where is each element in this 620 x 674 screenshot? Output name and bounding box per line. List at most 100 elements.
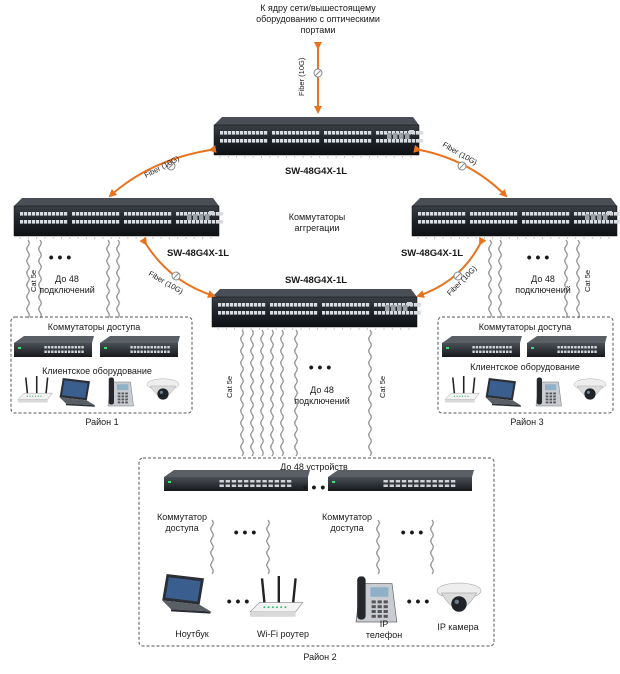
- switch-port: [474, 212, 478, 216]
- switch-port: [426, 220, 430, 224]
- cat5e-cable-highlight: [107, 239, 111, 319]
- access-switch-port: [584, 346, 587, 349]
- switch-port: [248, 139, 252, 143]
- switch-port: [196, 212, 200, 216]
- switch-port: [594, 212, 598, 216]
- phone-key: [117, 401, 121, 404]
- switch-port: [348, 139, 352, 143]
- switch-port: [32, 212, 36, 216]
- switch-port: [244, 139, 248, 143]
- access-switch-top-face: [164, 470, 310, 477]
- switch-port: [240, 139, 244, 143]
- switch-port: [418, 311, 422, 315]
- switch-port: [602, 212, 606, 216]
- access-switch-port: [594, 346, 597, 349]
- cat5e-cable-highlight: [295, 329, 299, 457]
- cat5e-cable: [270, 329, 274, 457]
- cat5e-cable-highlight: [489, 239, 493, 319]
- access-switch-port: [157, 346, 160, 349]
- cat5e-cable: [250, 329, 254, 457]
- switch-port: [312, 131, 316, 135]
- ip-camera-icon: [146, 378, 180, 400]
- switch-sfp-port: [591, 214, 596, 220]
- switch-port: [614, 212, 618, 216]
- access-switch-port: [54, 350, 57, 353]
- switch-port: [24, 220, 28, 224]
- phone-key: [549, 398, 553, 401]
- cat-label-left: Cat 5e: [29, 270, 38, 292]
- phone-key: [549, 392, 553, 395]
- cat5e-cable: [266, 519, 270, 575]
- switch-port: [218, 311, 222, 315]
- switch-port: [412, 139, 416, 143]
- switch-port: [254, 303, 258, 307]
- switch-port: [256, 139, 260, 143]
- switch-port: [232, 139, 236, 143]
- switch-port: [422, 212, 426, 216]
- switch-port: [574, 220, 578, 224]
- switch-port: [20, 220, 24, 224]
- ip-camera-icon: [436, 582, 482, 612]
- district2-cables: [210, 519, 435, 575]
- access-switch-port: [54, 346, 57, 349]
- switch-port: [52, 220, 56, 224]
- switch-port: [160, 220, 164, 224]
- switch-port: [304, 131, 308, 135]
- phone-key: [371, 614, 376, 618]
- switch-port: [530, 220, 534, 224]
- switch-port: [230, 311, 234, 315]
- switch-port: [250, 311, 254, 315]
- switch-port: [284, 131, 288, 135]
- switch-port: [234, 303, 238, 307]
- switch-port: [582, 220, 586, 224]
- access-switch-port: [567, 346, 570, 349]
- switch-name-center: SW-48G4X-1L: [285, 275, 347, 286]
- access-switch-port: [401, 484, 407, 487]
- switch-port: [288, 139, 292, 143]
- access-switch-port: [570, 346, 574, 349]
- switch-port: [220, 220, 224, 224]
- switch-port: [116, 212, 120, 216]
- router-led: [453, 395, 455, 397]
- ellipsis-center: • • •: [309, 359, 332, 375]
- switch-port: [382, 303, 386, 307]
- switch-port: [344, 131, 348, 135]
- camera-lens: [157, 388, 169, 400]
- cat5e-cable-highlight: [565, 239, 569, 319]
- switch-port: [112, 212, 116, 216]
- access-switch-port: [74, 350, 78, 353]
- router-led: [464, 395, 466, 397]
- cat5e-cable: [210, 519, 214, 575]
- access-switch-port: [485, 350, 489, 353]
- switch-port: [128, 220, 132, 224]
- access-switch-port: [78, 346, 81, 349]
- access-switch-port: [389, 480, 394, 483]
- phone-key: [377, 600, 382, 604]
- cat5e-cable: [488, 239, 492, 319]
- district3-access-switches: Коммутаторы доступа: [479, 322, 571, 332]
- district3-access-switch-1: [442, 336, 522, 357]
- cat5e-cable-highlight: [251, 329, 255, 457]
- connections-left-line2: подключений: [39, 285, 95, 295]
- camera-lens-glint: [586, 390, 590, 394]
- switch-port: [340, 131, 344, 135]
- aggregation-label-line2: аггрегации: [295, 223, 340, 233]
- switch-port: [226, 311, 230, 315]
- switch-port: [252, 139, 256, 143]
- switch-port: [446, 212, 450, 216]
- cat5e-cable: [260, 329, 264, 457]
- switch-port: [458, 220, 462, 224]
- device-label-ip-phone-line2: телефон: [366, 630, 402, 640]
- switch-port: [184, 212, 188, 216]
- access-switch-port: [250, 480, 255, 483]
- switch-port: [332, 131, 336, 135]
- access-switch-port: [157, 350, 160, 353]
- switch-port: [282, 303, 286, 307]
- switch-port: [368, 131, 372, 135]
- switch-port: [458, 212, 462, 216]
- device-label-wifi-router: Wi-Fi роутер: [257, 629, 309, 639]
- switch-port: [276, 131, 280, 135]
- switch-port: [442, 212, 446, 216]
- switch-sfp-port: [387, 133, 392, 139]
- switch-port: [546, 212, 550, 216]
